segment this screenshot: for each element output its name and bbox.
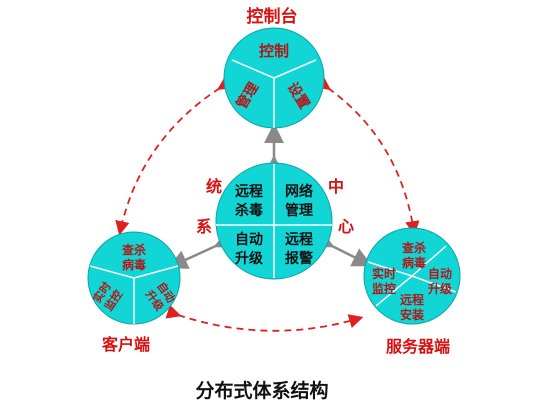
client-label: 客户端 [102, 335, 150, 354]
center-quadrant-1-line1: 远程 [235, 184, 263, 200]
center-quadrant-4-line1: 远程 [285, 232, 313, 248]
server-seg-1-line1: 查杀 [401, 240, 426, 255]
server-segment-install: 远程安装 [400, 292, 424, 322]
center-quadrant-4-line2: 报警 [285, 250, 313, 267]
center-side-char-1: 统 [206, 177, 222, 196]
client-seg-1-line2: 病毒 [122, 257, 146, 272]
center-quadrant-2-line1: 网络 [285, 183, 313, 200]
center-side-char-3: 系 [196, 217, 212, 236]
center-server-arrow [312, 229, 373, 267]
server-seg-4-line1: 远程 [400, 292, 424, 307]
server-label: 服务器端 [386, 337, 450, 356]
client-seg-1-line1: 查杀 [121, 242, 146, 257]
center-node: 远程杀毒 网络管理 自动升级 远程报警 统 中 系 心 [196, 162, 354, 280]
server-seg-3-line2: 升级 [428, 281, 452, 296]
server-segment-update: 自动升级 [428, 266, 452, 296]
diagram-caption: 分布式体系结构 [195, 379, 328, 402]
client-segment-scan: 查杀病毒 [121, 242, 146, 272]
center-quadrant-2-line2: 管理 [285, 202, 313, 219]
console-label: 控制台 [247, 6, 298, 27]
server-seg-2-line2: 监控 [372, 281, 396, 296]
center-quadrant-remote-kill: 远程杀毒 [235, 184, 263, 219]
center-side-char-4: 心 [338, 217, 354, 236]
server-seg-1-line2: 病毒 [402, 255, 426, 270]
center-quadrant-3-line2: 升级 [235, 250, 264, 267]
client-server-dashed-arrow [165, 304, 364, 332]
console-segment-control: 控制 [259, 42, 289, 60]
console-client-dashed-arrow [115, 76, 233, 236]
server-segment-monitor: 实时监控 [372, 266, 396, 296]
console-node: 控制台 控制 管理 设置 [223, 6, 325, 129]
server-node: 查杀病毒 实时监控 自动升级 远程安装 服务器端 [363, 227, 461, 356]
center-client-arrow [167, 229, 236, 269]
server-seg-4-line2: 安装 [400, 307, 424, 322]
client-node: 查杀病毒 实时监控 自动升级 客户端 [87, 231, 181, 354]
center-quadrant-3-line1: 自动 [235, 231, 263, 248]
center-quadrant-1-line2: 杀毒 [235, 202, 263, 219]
center-quadrant-auto-update: 自动升级 [235, 231, 264, 267]
console-server-dashed-arrow [315, 75, 420, 236]
server-segment-scan: 查杀病毒 [401, 240, 426, 270]
center-quadrant-remote-alarm: 远程报警 [285, 232, 313, 267]
center-side-char-2: 中 [328, 177, 344, 196]
server-seg-2-line1: 实时 [372, 266, 396, 281]
server-seg-3-line1: 自动 [428, 266, 452, 281]
center-quadrant-network-manage: 网络管理 [285, 183, 313, 219]
